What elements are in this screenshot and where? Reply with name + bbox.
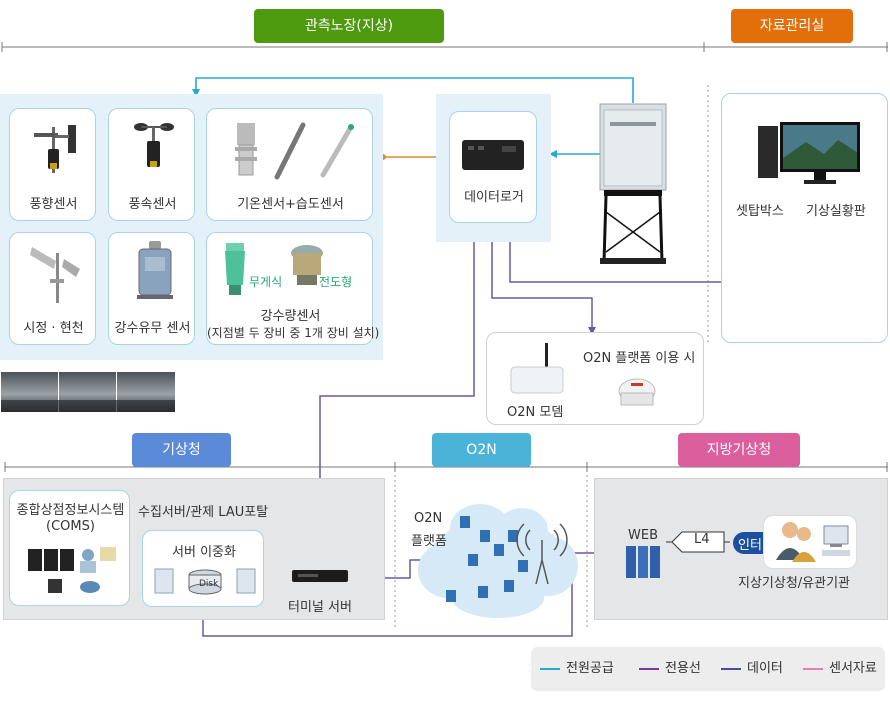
o2n-usage-label: O2N 플랫폼 이용 시 (583, 351, 696, 366)
datalogger-card: 데이터로거 (449, 111, 537, 223)
modem-icon (510, 343, 564, 394)
wind-speed-sensor-card: 풍속센서 (108, 108, 195, 221)
coms-subtitle: (COMS) (46, 519, 95, 534)
legend-item-data: 데이터 (721, 660, 783, 678)
legend: 전원공급 전용선 데이터 센서자료 (531, 647, 885, 691)
precipitation-presence-icon (137, 241, 173, 299)
desktop-pc-icon (758, 122, 860, 184)
weighing-label: 무게식 (249, 275, 283, 289)
legend-swatch-power (540, 667, 560, 670)
precip-presence-label: 강수유무 센서 (114, 321, 191, 336)
users-computer-icon (776, 522, 850, 562)
visibility-sensor-card: 시정 · 현천 (9, 232, 96, 345)
settop-box-label: 셋탑박스 (736, 204, 784, 219)
legend-swatch-sensor (803, 667, 823, 670)
station-cabinet-icon (599, 103, 667, 264)
power-lines (195, 77, 634, 155)
conductive-rain-gauge-icon (291, 245, 323, 285)
o2n-platform-line2: 플랫폼 (411, 534, 447, 549)
o2n-modem-card: O2N 플랫폼 이용 시 O2N 모뎀 (486, 332, 704, 425)
header-kma: 기상청 (132, 433, 231, 467)
visibility-sensor-icon (30, 247, 80, 303)
terminal-server-label: 터미널 서버 (288, 600, 352, 615)
wind-direction-sensor-card: 풍향센서 (9, 108, 96, 221)
header-o2n: O2N (432, 433, 531, 467)
rain-gauge-title: 강수량센서 (260, 309, 321, 324)
header-field-station: 관측노장(지상) (254, 9, 444, 43)
temperature-humidity-icon (235, 122, 354, 180)
legend-item-sensor: 센서자료 (803, 660, 877, 678)
web-server-icon (626, 546, 660, 578)
legend-swatch-data (721, 667, 741, 670)
section-dashed-dividers (394, 85, 709, 630)
coms-card: 종합상점정보시스템 (COMS) (9, 490, 130, 606)
header-archive-room: 자료관리실 (731, 9, 853, 43)
weighing-rain-gauge-icon (225, 243, 245, 295)
precip-presence-sensor-card: 강수유무 센서 (108, 232, 195, 345)
legend-item-power: 전원공급 (540, 660, 614, 678)
wind-vane-icon (34, 125, 76, 173)
terminal-server-icon (292, 570, 348, 582)
redundancy-label: 서버 이중화 (172, 545, 236, 560)
legend-label-sensor: 센서자료 (829, 661, 877, 676)
o2n-platform-line1: O2N (414, 511, 443, 526)
rain-gauge-note: (지점별 두 장비 중 1개 장비 설치) (207, 326, 380, 340)
legend-item-leased: 전용선 (639, 660, 701, 678)
redundant-servers-icon (154, 568, 256, 595)
disk-label: Disk (199, 579, 219, 589)
redundancy-card: 서버 이중화 Disk (142, 530, 264, 607)
server-cluster-icon (28, 547, 116, 593)
collect-server-label: 수집서버/관제 LAU포탈 (138, 505, 269, 520)
temp-humidity-label: 기온센서+습도센서 (237, 197, 344, 212)
o2n-modem-label: O2N 모뎀 (507, 405, 564, 420)
coms-title: 종합상점정보시스템 (16, 503, 125, 518)
wind-direction-label: 풍향센서 (29, 197, 78, 212)
l4-switch-icon (666, 531, 730, 553)
l4-label: L4 (694, 532, 710, 547)
datalogger-icon (462, 140, 524, 170)
sky-photo-strip (1, 372, 175, 412)
status-board-label: 기상실황판 (806, 204, 866, 219)
legend-swatch-leased (639, 667, 659, 670)
legend-label-data: 데이터 (747, 661, 783, 676)
datalogger-label: 데이터로거 (464, 190, 524, 205)
web-label: WEB (628, 528, 658, 543)
o2n-cloud-icon (418, 504, 578, 618)
anemometer-icon (134, 123, 174, 167)
legend-label-leased: 전용선 (665, 661, 701, 676)
archive-room-card: 셋탑박스 기상실황판 (721, 93, 888, 343)
header-dividers (1, 42, 888, 472)
conductive-label: 전도형 (319, 275, 353, 289)
regional-org-label: 지상기상청/유관기관 (738, 576, 851, 591)
temp-humidity-sensor-card: 기온센서+습도센서 (206, 108, 373, 221)
o2n-device-icon (618, 378, 656, 406)
wind-speed-label: 풍속센서 (128, 197, 177, 212)
rain-gauge-sensor-card: 무게식 전도형 강수량센서 (지점별 두 장비 중 1개 장비 설치) (206, 232, 380, 345)
visibility-label: 시정 · 현천 (23, 321, 84, 336)
header-regional: 지방기상청 (678, 433, 800, 467)
legend-label-power: 전원공급 (566, 661, 614, 676)
